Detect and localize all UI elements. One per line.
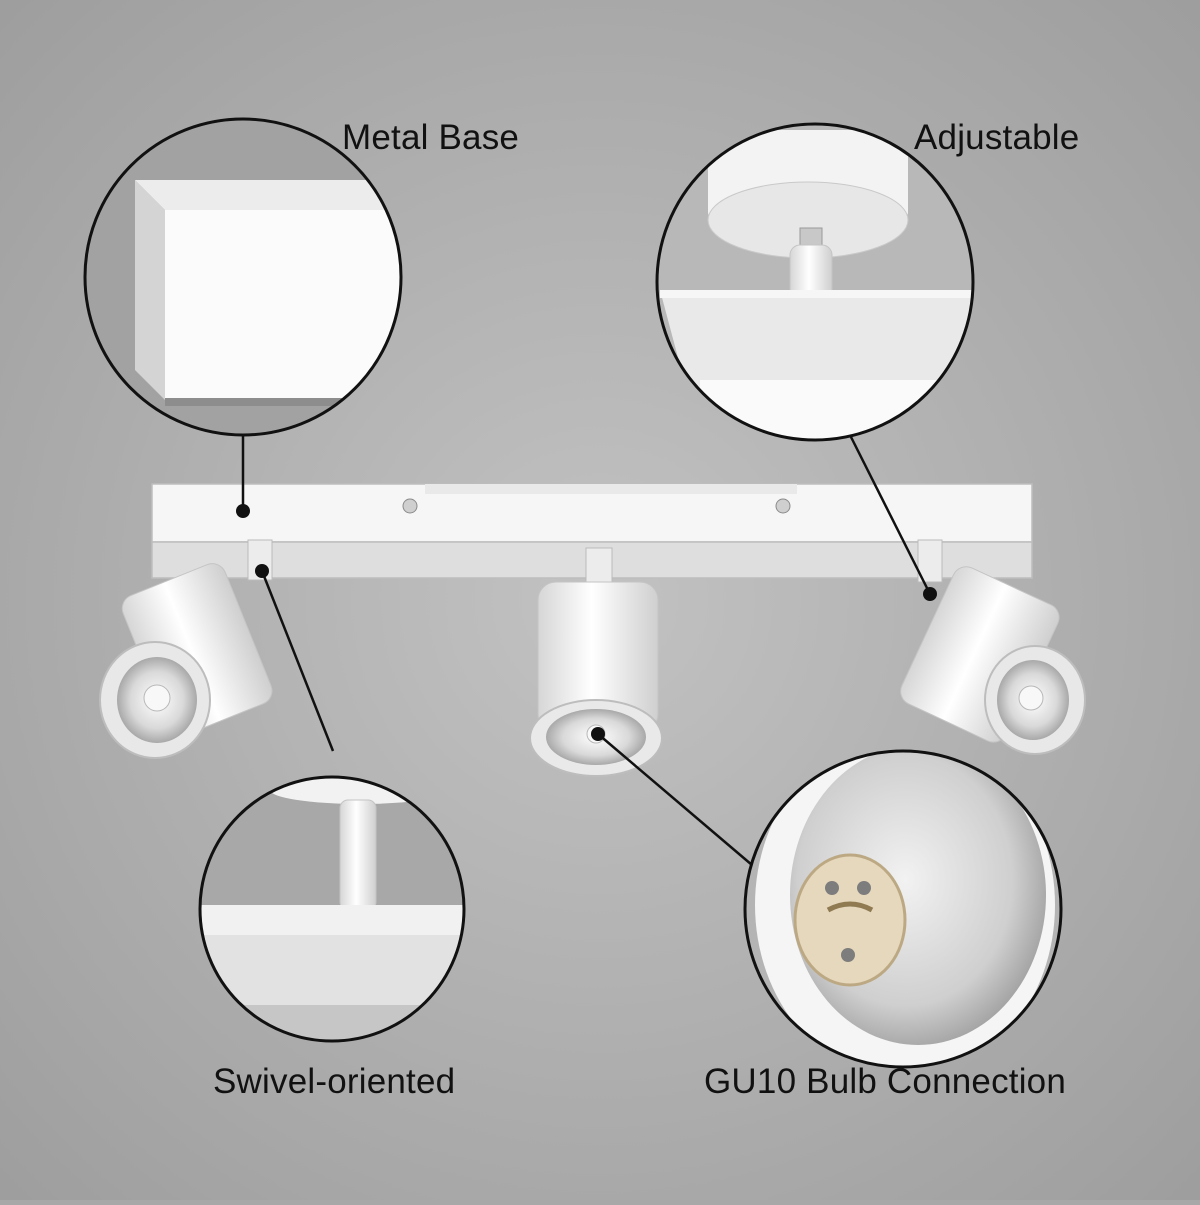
adjustable-label: Adjustable bbox=[914, 118, 1080, 157]
callout-gu10-connection bbox=[743, 749, 1063, 1069]
right-spotlight bbox=[900, 539, 1086, 755]
screw-icon bbox=[402, 498, 418, 514]
gu10-connection-label: GU10 Bulb Connection bbox=[704, 1062, 1066, 1101]
callout-lines bbox=[241, 435, 932, 866]
callout-metal-base bbox=[83, 117, 403, 437]
callout-swivel-oriented bbox=[198, 775, 466, 1043]
metal-base-label: Metal Base bbox=[342, 118, 520, 157]
middle-spotlight bbox=[529, 547, 663, 777]
ceramic-socket bbox=[793, 853, 907, 987]
screw-icon bbox=[775, 498, 791, 514]
left-spotlight bbox=[99, 539, 273, 759]
callout-dots bbox=[236, 504, 937, 741]
swivel-oriented-label: Swivel-oriented bbox=[213, 1062, 456, 1101]
callout-adjustable bbox=[655, 122, 975, 442]
